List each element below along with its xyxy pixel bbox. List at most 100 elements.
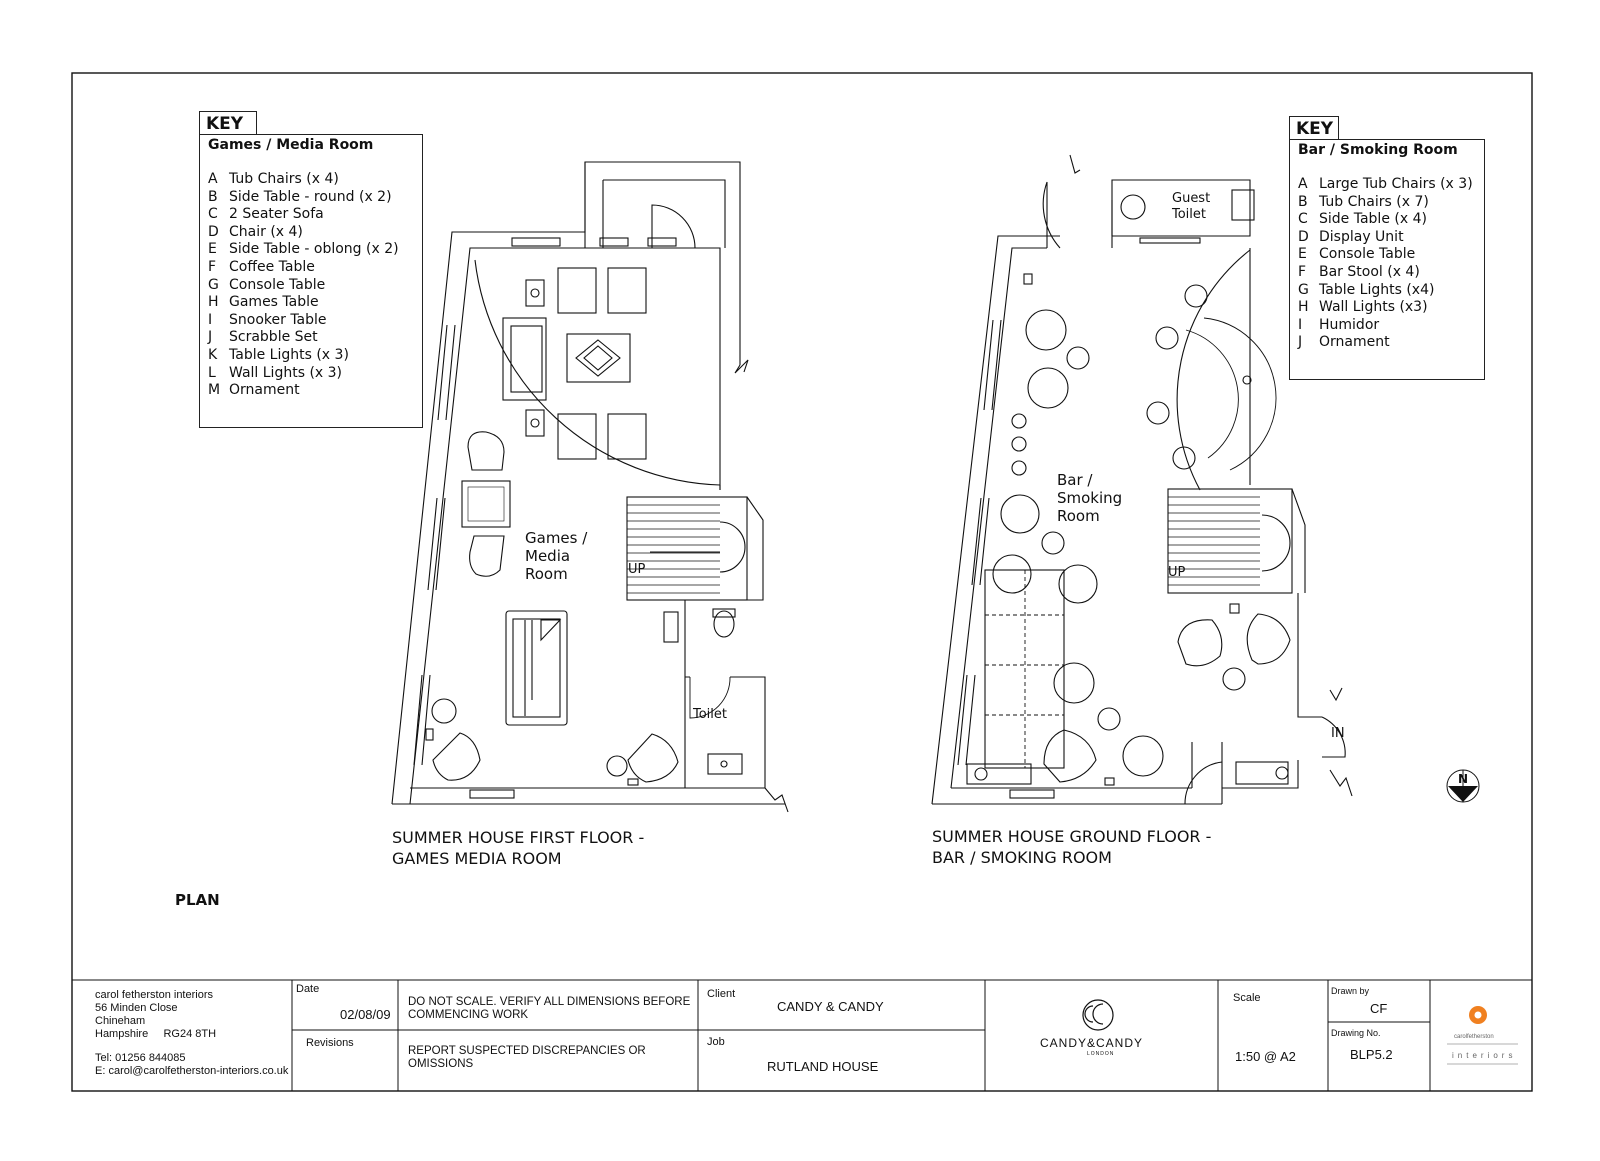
games-key-text: Ornament [229, 382, 300, 399]
client-value: CANDY & CANDY [777, 999, 884, 1014]
bar-key-item: C Side Table (x 4) [1298, 211, 1484, 229]
client-label: Client [707, 988, 736, 1000]
bar-key-item: E Console Table [1298, 246, 1484, 264]
note-do-not-scale-2: COMMENCING WORK [408, 1009, 529, 1021]
games-key-tab: KEY [199, 111, 257, 136]
north-label: N [1458, 772, 1469, 786]
games-key-letter: G [208, 276, 219, 293]
bar-key-text: Humidor [1319, 316, 1380, 333]
games-key-text: Chair (x 4) [229, 223, 303, 240]
games-key-text: 2 Seater Sofa [229, 206, 324, 223]
brand-line-1: carolfetherston [1454, 1034, 1494, 1040]
drawn-by-value: CF [1370, 1001, 1388, 1016]
games-key-item: L Wall Lights (x 3) [208, 365, 422, 383]
games-key-text: Coffee Table [229, 258, 315, 275]
games-key-letter: B [208, 188, 218, 205]
games-key-title: Games / Media Room [208, 137, 374, 153]
bar-key-item: I Humidor [1298, 317, 1484, 335]
bar-key-text: Side Table (x 4) [1319, 211, 1427, 228]
games-key-text: Side Table - round (x 2) [229, 188, 392, 205]
ground-floor-plan [931, 154, 1353, 805]
games-key-letter: I [208, 311, 213, 328]
north-arrow-icon [1446, 769, 1480, 803]
games-key-text: Snooker Table [229, 311, 327, 328]
drawing-no-value: BLP5.2 [1350, 1047, 1393, 1062]
job-label: Job [707, 1036, 725, 1048]
games-key-text: Side Table - oblong (x 2) [229, 241, 399, 258]
company-line-3: Chineham [95, 1015, 146, 1027]
games-key-text: Tub Chairs (x 4) [229, 171, 339, 187]
date-value: 02/08/09 [340, 1007, 391, 1022]
first-floor-caption-2: GAMES MEDIA ROOM [392, 849, 562, 868]
ground-stair-up-label: UP [1168, 565, 1186, 580]
games-key-item: F Coffee Table [208, 259, 422, 277]
games-key-text: Scrabble Set [229, 329, 318, 346]
carol-fetherston-logo-icon [1447, 1006, 1518, 1065]
games-key-letter: E [208, 241, 217, 258]
bar-key-text: Large Tub Chairs (x 3) [1319, 176, 1473, 192]
bar-key-text: Bar Stool (x 4) [1319, 263, 1420, 280]
games-key-letter: H [208, 294, 219, 311]
bar-key-letter: F [1298, 263, 1307, 280]
company-line-1: carol fetherston interiors [95, 989, 213, 1001]
bar-room-label-2: Smoking [1057, 489, 1123, 507]
games-key-letter: F [208, 258, 217, 275]
games-key-item: M Ornament [208, 382, 422, 400]
scale-label: Scale [1233, 992, 1261, 1004]
candy-logo-subtext: LONDON [1087, 1051, 1115, 1057]
bar-room-label-1: Bar / [1057, 471, 1093, 489]
candy-logo-text: CANDY&CANDY [1040, 1036, 1144, 1050]
games-key-item: C 2 Seater Sofa [208, 206, 422, 224]
games-key-text: Wall Lights (x 3) [229, 364, 343, 381]
bar-key-letter: C [1298, 211, 1308, 228]
games-key-item: B Side Table - round (x 2) [208, 189, 422, 207]
bar-key-text: Console Table [1319, 246, 1416, 263]
candy-candy-logo-icon [1082, 999, 1114, 1031]
job-value: RUTLAND HOUSE [767, 1059, 879, 1074]
ground-floor-caption-1: SUMMER HOUSE GROUND FLOOR - [932, 827, 1212, 846]
games-key-text: Table Lights (x 3) [229, 346, 349, 363]
ground-floor-caption-2: BAR / SMOKING ROOM [932, 848, 1112, 867]
bar-room-label-3: Room [1057, 507, 1100, 525]
bar-key-letter: I [1298, 316, 1303, 333]
games-key-letter: K [208, 346, 218, 363]
first-floor-plan [391, 161, 789, 813]
games-key-text: Console Table [229, 276, 326, 293]
games-key-letter: D [208, 223, 219, 240]
bar-key-text: Display Unit [1319, 228, 1404, 245]
games-key-item: I Snooker Table [208, 312, 422, 330]
games-room-label-2: Media [525, 547, 571, 565]
guest-toilet-label-2: Toilet [1172, 207, 1207, 222]
bar-key-item: D Display Unit [1298, 229, 1484, 247]
company-line-2: 56 Minden Close [95, 1002, 178, 1014]
bar-key-text: Table Lights (x4) [1319, 281, 1435, 298]
revisions-label: Revisions [306, 1037, 354, 1049]
bar-key-letter: A [1298, 176, 1308, 192]
company-tel: Tel: 01256 844085 [95, 1052, 186, 1064]
first-toilet-label: Toilet [693, 707, 728, 722]
date-label: Date [296, 983, 320, 995]
scale-value: 1:50 @ A2 [1235, 1049, 1296, 1064]
first-floor-caption-1: SUMMER HOUSE FIRST FLOOR - [392, 828, 645, 847]
bar-key-letter: J [1298, 334, 1303, 351]
bar-key-tab: KEY [1289, 116, 1339, 141]
games-key-letter: C [208, 206, 218, 223]
games-room-label-1: Games / [525, 529, 588, 547]
games-key-item: K Table Lights (x 3) [208, 347, 422, 365]
drawn-by-label: Drawn by [1331, 986, 1370, 996]
bar-key-letter: E [1298, 246, 1307, 263]
bar-key-letter: D [1298, 228, 1309, 245]
games-key-letter: M [208, 382, 221, 399]
games-key-letter: L [208, 364, 216, 381]
note-discrepancies-1: REPORT SUSPECTED DISCREPANCIES OR [408, 1045, 646, 1057]
bar-key-letter: B [1298, 193, 1308, 210]
